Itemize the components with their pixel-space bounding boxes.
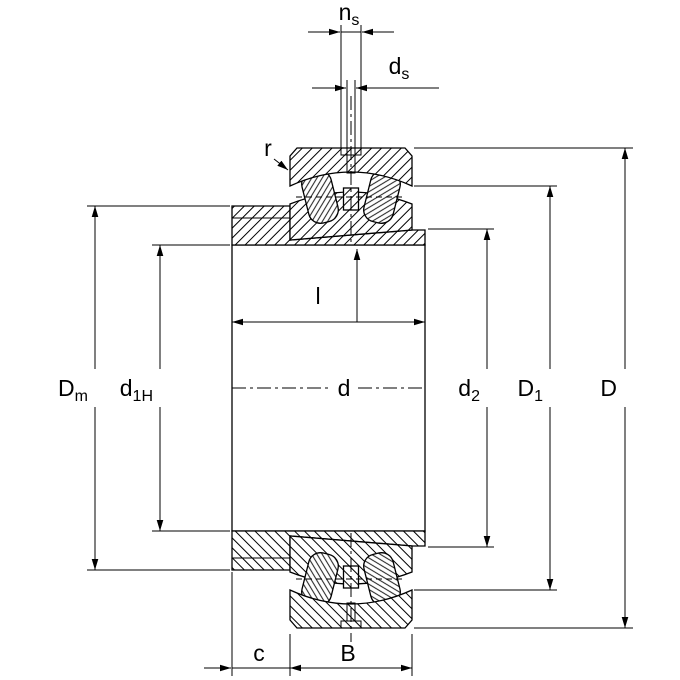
label-B: B bbox=[340, 640, 355, 666]
label-ns: ns bbox=[339, 0, 360, 29]
dimension-ds bbox=[312, 80, 439, 155]
dimension-r-leader bbox=[273, 158, 289, 171]
centerlines bbox=[232, 96, 425, 642]
label-d2: d2 bbox=[458, 375, 480, 405]
dimension-Dm bbox=[87, 205, 230, 571]
label-Dm: Dm bbox=[58, 375, 88, 405]
dimension-c bbox=[204, 572, 291, 676]
dimension-l bbox=[231, 247, 426, 330]
dimension-D bbox=[414, 147, 633, 629]
label-D: D bbox=[600, 375, 617, 401]
label-d1H: d1H bbox=[120, 375, 153, 405]
label-r: r bbox=[264, 135, 272, 161]
label-d: d bbox=[338, 375, 351, 401]
dimension-B bbox=[290, 634, 413, 676]
dimension-D1 bbox=[414, 185, 557, 591]
dimension-d2 bbox=[428, 228, 494, 548]
dimension-d1H bbox=[152, 244, 230, 532]
label-c: c bbox=[253, 640, 265, 666]
label-D1: D1 bbox=[517, 375, 543, 405]
label-ds: ds bbox=[389, 53, 410, 83]
label-l: l bbox=[315, 283, 320, 309]
